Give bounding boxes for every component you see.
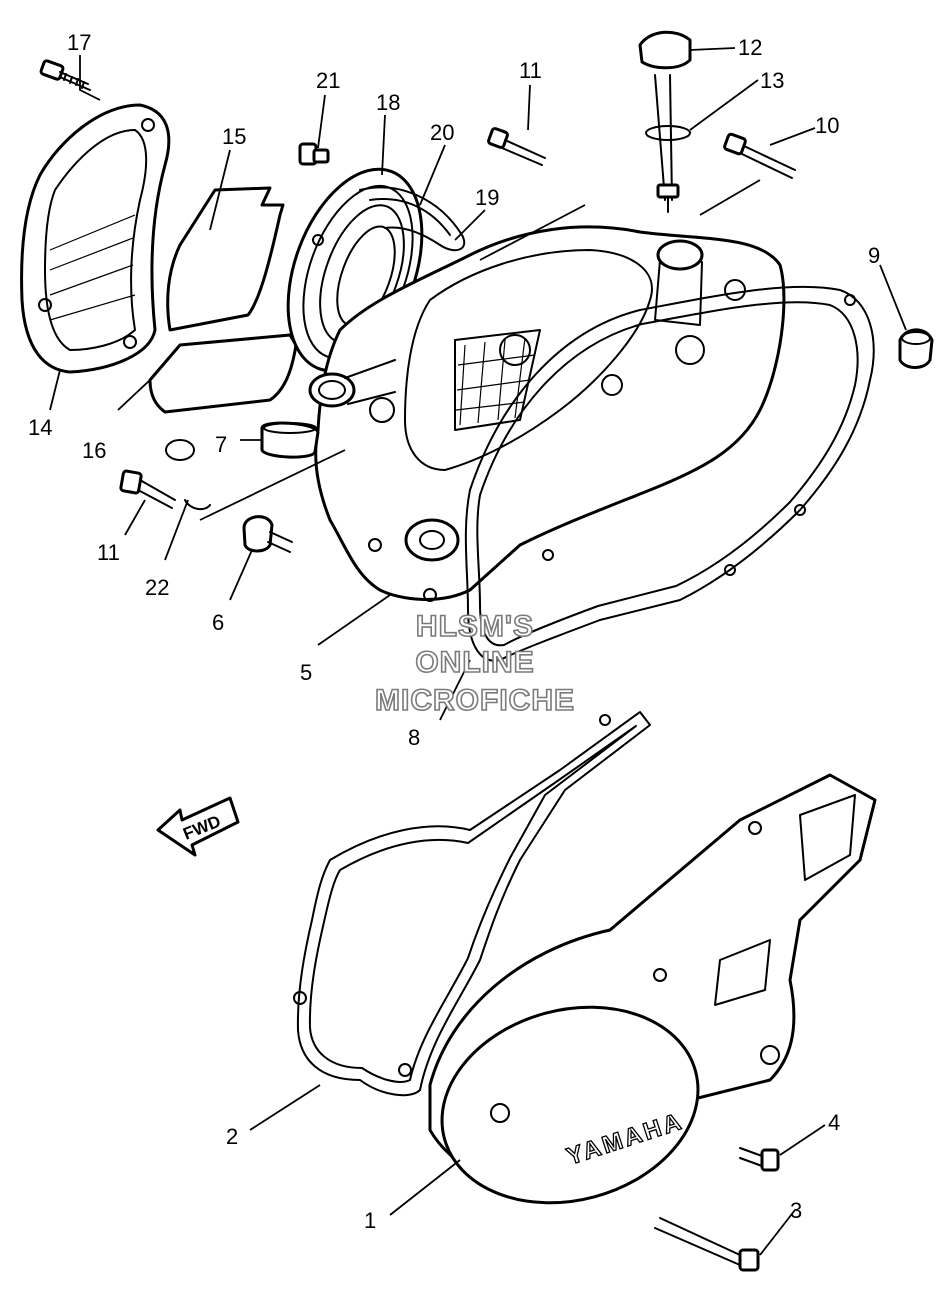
screw-17 <box>39 59 91 91</box>
callouts: 17 15 18 20 19 21 11 12 13 10 9 14 16 7 … <box>28 30 880 1233</box>
callout-6: 6 <box>212 610 224 635</box>
leader-lines <box>49 47 907 1256</box>
callout-1: 1 <box>364 1208 376 1233</box>
callout-7: 7 <box>215 432 227 457</box>
dipstick-12 <box>638 30 692 213</box>
gasket-2 <box>293 711 651 1097</box>
gasket-8 <box>464 285 875 662</box>
watermark: HLSM'S ONLINE MICROFICHE <box>374 609 575 718</box>
watermark-line-3: MICROFICHE <box>375 684 575 717</box>
watermark-line-1: HLSM'S <box>416 610 534 643</box>
callout-10: 10 <box>815 113 839 138</box>
watermark-line-2: ONLINE <box>415 646 534 679</box>
callout-18: 18 <box>376 90 400 115</box>
callout-4: 4 <box>828 1110 840 1135</box>
callout-14: 14 <box>28 415 52 440</box>
screw-21 <box>298 142 330 166</box>
callout-3: 3 <box>790 1198 802 1223</box>
callout-22: 22 <box>145 575 169 600</box>
callout-16: 16 <box>82 438 106 463</box>
callout-11-top: 11 <box>519 58 542 83</box>
screw-4 <box>739 1147 780 1172</box>
callout-19: 19 <box>475 185 499 210</box>
callout-17: 17 <box>67 30 91 55</box>
cover-1: YAMAHA <box>428 773 877 1205</box>
callout-20: 20 <box>430 120 454 145</box>
band-20 <box>359 186 466 252</box>
callout-15: 15 <box>222 124 246 149</box>
callout-11-left: 11 <box>97 540 120 565</box>
fwd-arrow-icon: FWD <box>156 796 240 857</box>
damper-7 <box>260 421 320 459</box>
callout-2: 2 <box>226 1124 238 1149</box>
gasket-16 <box>148 333 298 414</box>
callout-8: 8 <box>408 725 420 750</box>
callout-12: 12 <box>738 35 762 60</box>
gasket-15 <box>166 186 285 332</box>
screw-3 <box>654 1217 760 1272</box>
bolt-11-left <box>119 469 176 509</box>
cover-14 <box>20 103 171 374</box>
o-ring-13 <box>645 125 691 141</box>
callout-13: 13 <box>760 68 784 93</box>
bolt-11-top <box>487 127 546 166</box>
callout-21: 21 <box>316 68 340 93</box>
callout-5: 5 <box>300 660 312 685</box>
callout-9: 9 <box>868 243 880 268</box>
bolt-10 <box>723 132 796 179</box>
drain-bolt-6 <box>242 515 293 553</box>
grommet-9 <box>898 328 934 369</box>
